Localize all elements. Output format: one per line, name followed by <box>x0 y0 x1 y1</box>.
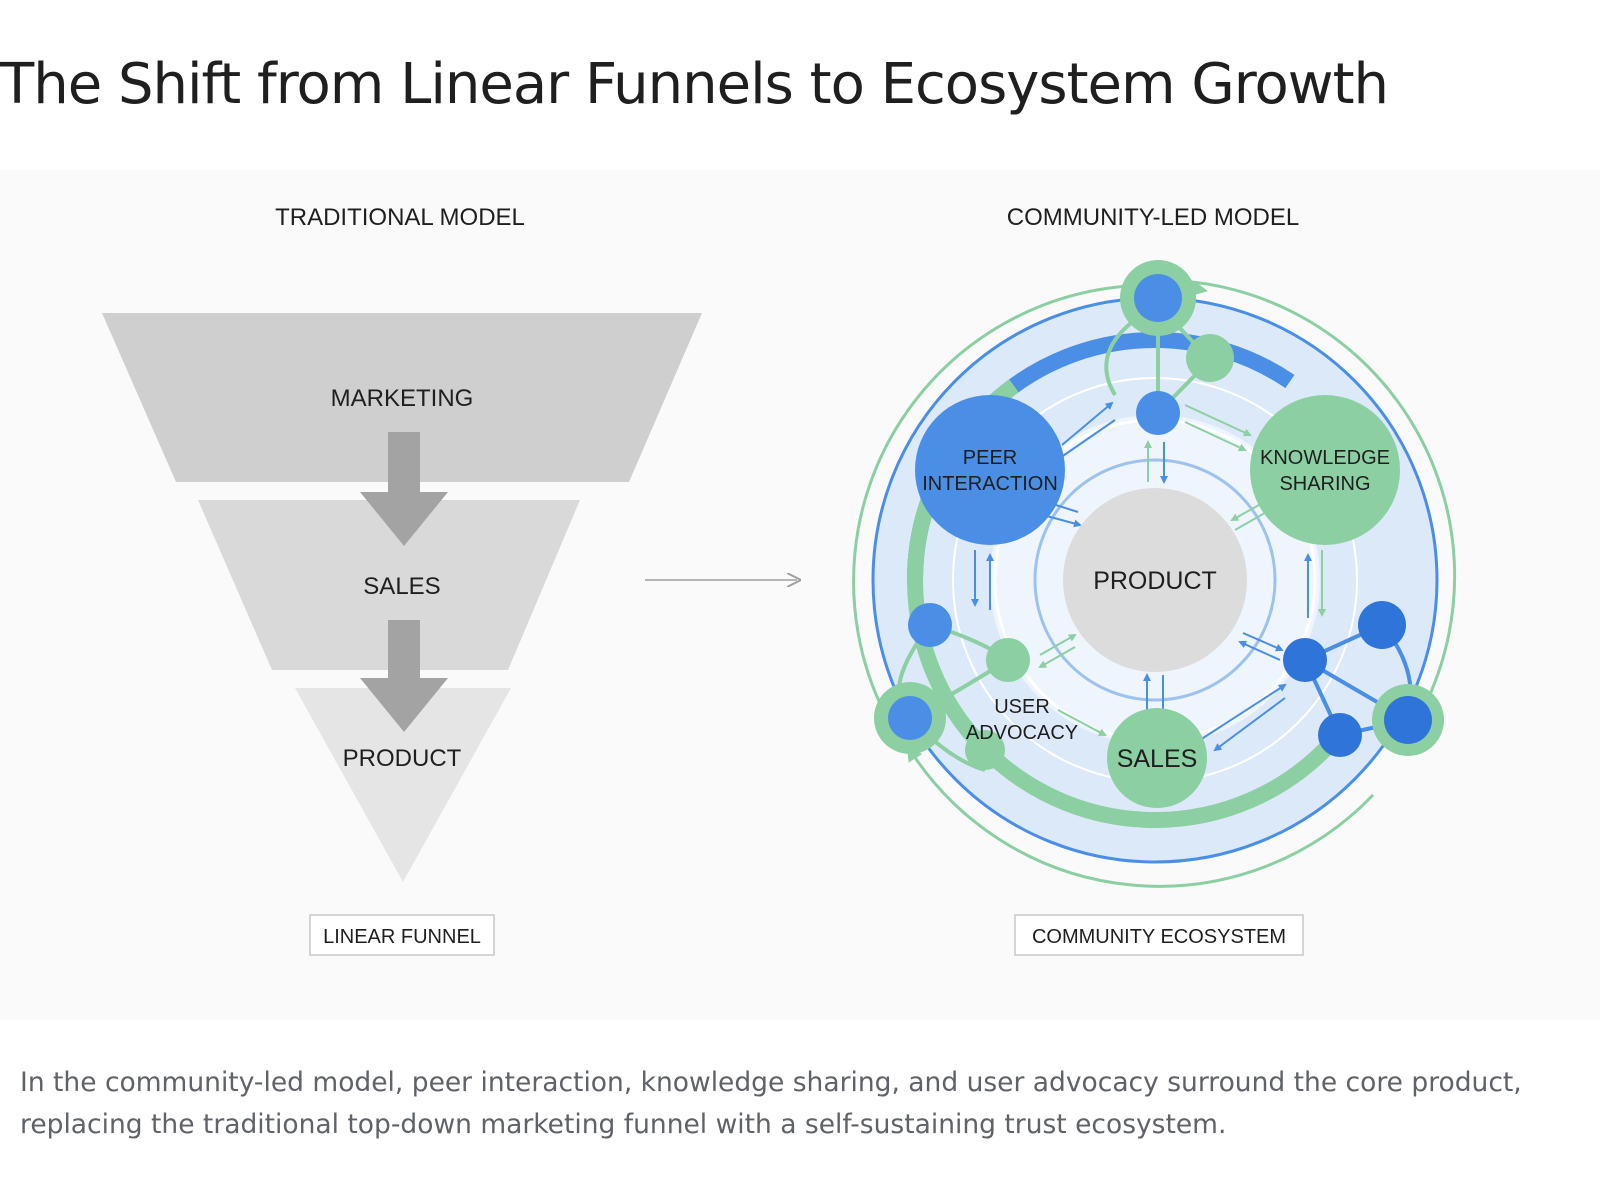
flow-arrow <box>1038 646 1076 668</box>
community-ecosystem-label-box <box>1014 914 1304 956</box>
funnel-stage-product <box>295 688 511 882</box>
thick-ring-green <box>907 332 1403 828</box>
knowledge-sharing-label-line2: SHARING <box>1279 473 1370 495</box>
network-node <box>965 730 1005 770</box>
flow-arrow <box>1055 419 1116 462</box>
linear-funnel-label-box <box>309 914 495 956</box>
funnel-label-marketing: MARKETING <box>331 385 474 412</box>
knowledge-sharing-circle <box>1250 395 1400 545</box>
flow-arrow <box>1057 709 1107 736</box>
funnel-label-sales: SALES <box>363 573 440 600</box>
user-advocacy-label-line1: USER <box>994 696 1050 718</box>
network-cluster-top <box>1104 260 1234 435</box>
funnel-stage-marketing <box>102 313 702 482</box>
community-model-heading: COMMUNITY-LED MODEL <box>1007 204 1299 231</box>
node-user-advocacy: USER ADVOCACY <box>966 696 1078 744</box>
network-node <box>1186 334 1234 382</box>
thick-ring-blue <box>907 332 1403 828</box>
flow-arrow <box>1213 697 1286 752</box>
diagram-panel: TRADITIONAL MODEL MARKETING SALES PRODUC… <box>0 170 1600 1020</box>
network-node <box>908 603 952 647</box>
network-node <box>1283 638 1327 682</box>
flow-arrow <box>1042 514 1082 528</box>
page-title: The Shift from Linear Funnels to Ecosyst… <box>0 52 1389 117</box>
flow-arrow <box>1242 632 1284 652</box>
sales-label: SALES <box>1117 745 1198 773</box>
funnel-label-product: PRODUCT <box>343 745 462 772</box>
network-cluster-right <box>1283 601 1444 757</box>
node-knowledge-sharing: KNOWLEDGE SHARING <box>1250 395 1400 545</box>
network-node <box>986 638 1030 682</box>
flow-arrow <box>1238 640 1281 661</box>
diagram-canvas: TRADITIONAL MODEL MARKETING SALES PRODUC… <box>102 204 1457 956</box>
network-node <box>1384 696 1432 744</box>
traditional-model: TRADITIONAL MODEL MARKETING SALES PRODUC… <box>102 204 702 956</box>
node-sales: SALES <box>1107 708 1207 808</box>
network-node <box>1136 391 1180 435</box>
community-model: COMMUNITY-LED MODEL <box>852 204 1457 956</box>
funnel-stage-sales <box>198 500 580 670</box>
flow-arrow <box>1199 683 1287 741</box>
sales-circle <box>1107 708 1207 808</box>
user-advocacy-label-line2: ADVOCACY <box>966 722 1078 744</box>
network-cluster-left <box>874 603 1030 772</box>
product-ring <box>1033 458 1277 702</box>
community-ecosystem-label: COMMUNITY ECOSYSTEM <box>1032 926 1286 948</box>
outer-orbit-arrow-2 <box>906 744 1375 888</box>
funnel-down-arrow-2 <box>360 620 448 732</box>
network-node <box>1318 713 1362 757</box>
outer-orbit-arrow-3 <box>852 280 1208 711</box>
peer-interaction-label-line2: INTERACTION <box>922 473 1058 495</box>
traditional-model-heading: TRADITIONAL MODEL <box>275 204 525 231</box>
flow-arrow <box>1184 421 1247 452</box>
funnel-down-arrow-1 <box>360 432 448 546</box>
figure-caption: In the community-led model, peer interac… <box>20 1067 1522 1140</box>
knowledge-sharing-label-line1: KNOWLEDGE <box>1260 447 1390 469</box>
flow-arrow <box>1061 401 1114 446</box>
node-peer-interaction: PEER INTERACTION <box>915 395 1065 545</box>
network-node <box>1134 274 1182 322</box>
peer-interaction-circle <box>915 395 1065 545</box>
flow-arrow <box>1184 404 1252 437</box>
network-node <box>1358 601 1406 649</box>
product-core-label: PRODUCT <box>1093 567 1217 595</box>
outer-orbit-arrow-1 <box>1154 278 1457 719</box>
peer-interaction-label-line1: PEER <box>963 447 1017 469</box>
node-product-core: PRODUCT <box>1063 488 1247 672</box>
product-core-circle <box>1063 488 1247 672</box>
linear-funnel-label: LINEAR FUNNEL <box>323 926 481 948</box>
flow-arrow <box>1039 634 1077 656</box>
network-node <box>888 696 932 740</box>
